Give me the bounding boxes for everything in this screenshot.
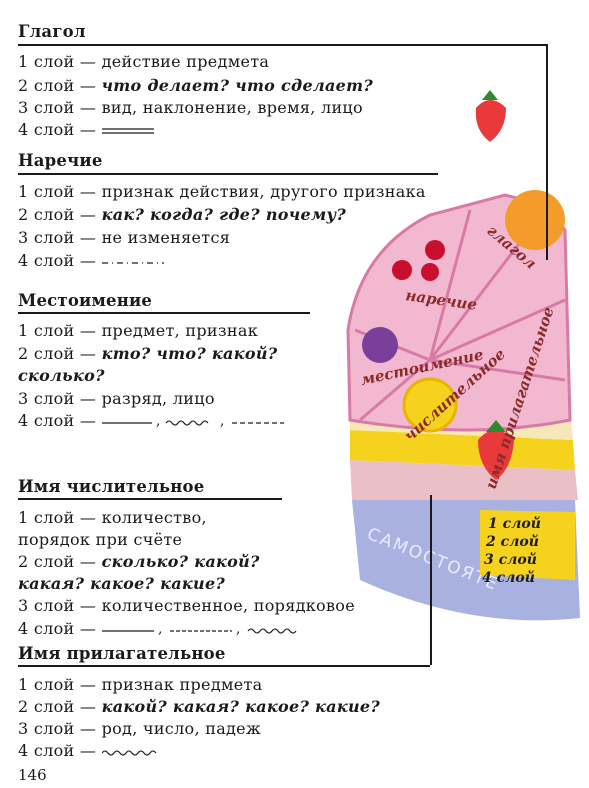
page-number: 146 [18,766,47,784]
pointer-prilagatelnoe [430,495,432,665]
svg-text:,: , [156,417,161,427]
mestoimenie-line-3: сколько? [18,366,105,385]
layer-label-2: 2 слой [485,533,539,550]
double-underline-mark [101,127,154,134]
pointer-glagol [546,44,548,260]
cake-layer-yellow-2 [480,510,575,580]
cake-layer-yellow-1 [350,430,575,470]
glagol-line-4: 4 слой — [18,120,154,139]
mestoimenie-line-5: 4 слой — ,, [18,411,302,430]
rule-narechie [18,173,438,175]
layer-label-3: 3 слой [484,551,537,568]
strawberry-icon [475,100,506,142]
chislitelnoe-line-4: какая? какое? какие? [18,574,226,593]
narechie-line-3: 3 слой — не изменяется [18,228,231,247]
orange-slice-icon [505,190,565,250]
cake-layer-pink [350,460,578,500]
blackberry-icon [362,327,398,363]
svg-text:,: , [236,625,241,635]
strawberry-icon [478,430,514,480]
svg-text:,: , [220,417,225,427]
glagol-line-2: 2 слой — что делает? что сделает? [18,76,374,95]
prilagatelnoe-line-2: 2 слой — какой? какая? какое? какие? [18,697,381,716]
narechie-line-4: 4 слой — [18,251,164,270]
svg-text:,: , [158,625,163,635]
layer-label-4: 4 слой [482,569,535,586]
chislitelnoe-line-6: 4 слой — ,, [18,619,312,638]
prilagatelnoe-line-4: 4 слой — [18,741,162,760]
prilagatelnoe-line-1: 1 слой — признак предмета [18,675,263,694]
chislitelnoe-line-3: 2 слой — сколько? какой? [18,552,260,571]
cherry-icon [425,240,445,260]
chislitelnoe-line-2: порядок при счёте [18,530,183,549]
mestoimenie-line-2: 2 слой — кто? что? какой? [18,344,278,363]
mestoimenie-line-4: 3 слой — разряд, лицо [18,389,215,408]
underline-mark: ,, [101,417,284,427]
section-title-mestoimenie: Местоимение [18,291,153,310]
narechie-line-1: 1 слой — признак действия, другого призн… [18,182,426,201]
wavy-underline-mark [101,749,157,756]
glagol-line-3: 3 слой — вид, наклонение, время, лицо [18,98,363,117]
cherry-icon [392,260,412,280]
cherry-icon [421,263,439,281]
layer-label-1: 1 слой [488,515,541,532]
section-title-glagol: Глагол [18,22,86,41]
section-title-narechie: Наречие [18,151,103,170]
prilagatelnoe-line-3: 3 слой — род, число, падеж [18,719,261,738]
section-title-prilagatelnoe: Имя прилагательное [18,644,226,663]
rule-glagol [18,44,548,46]
lemon-slice-icon [402,377,458,433]
rule-chislitelnoe [18,498,282,500]
rule-mestoimenie [18,312,310,314]
chislitelnoe-line-5: 3 слой — количественное, порядковое [18,596,355,615]
glagol-line-1: 1 слой — действие предмета [18,52,270,71]
rule-prilagatelnoe [18,665,430,667]
dash-dot-underline-mark [101,261,164,264]
narechie-line-2: 2 слой — как? когда? где? почему? [18,205,346,224]
chislitelnoe-line-1: 1 слой — количество, [18,508,207,527]
section-title-chislitelnoe: Имя числительное [18,477,205,496]
mestoimenie-line-1: 1 слой — предмет, признак [18,321,259,340]
underline-mark: ,, [101,625,297,635]
